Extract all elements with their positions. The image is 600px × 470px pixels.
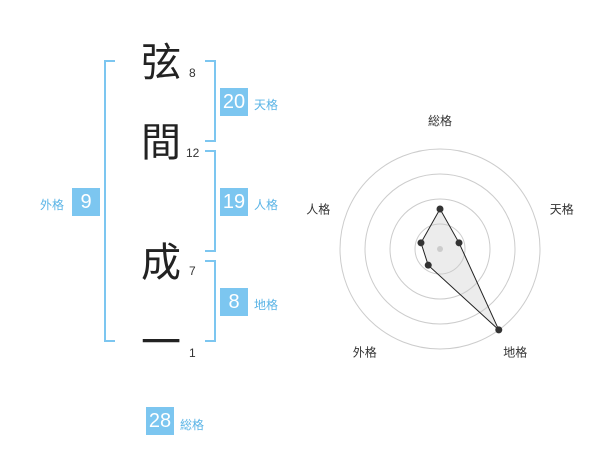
gaikaku-badge: 9	[72, 188, 100, 216]
jinkaku-bracket	[205, 150, 216, 252]
stroke-count-4: 1	[189, 346, 196, 360]
name-char-2: 間	[141, 120, 181, 166]
stroke-count-3: 7	[189, 264, 196, 278]
radar-axis-label: 地格	[503, 345, 527, 360]
radar-ring-3	[364, 173, 516, 325]
name-char-4: 一	[141, 320, 181, 366]
radar-ring-1	[414, 223, 466, 275]
radar-axis-label: 総格	[428, 113, 452, 128]
gaikaku-bracket	[104, 60, 115, 342]
name-char-1: 弦	[141, 40, 181, 86]
soukaku-label: 総格	[180, 418, 205, 432]
chikaku-badge: 8	[220, 288, 248, 316]
soukaku-badge: 28	[146, 407, 174, 435]
stroke-count-2: 12	[186, 146, 200, 160]
radar-axis-label: 人格	[306, 201, 330, 216]
radar-point	[424, 261, 432, 269]
radar-point	[417, 239, 425, 247]
radar-point	[436, 205, 444, 213]
radar-axis-label: 天格	[550, 201, 574, 216]
radar-point	[495, 326, 503, 334]
radar-center-dot	[437, 246, 443, 252]
tenkaku-badge: 20	[220, 88, 248, 116]
tenkaku-label: 天格	[254, 98, 279, 112]
jinkaku-badge: 19	[220, 188, 248, 216]
radar-ring-4	[339, 148, 541, 350]
name-char-3: 成	[141, 240, 181, 286]
chikaku-bracket	[205, 260, 216, 342]
chikaku-label: 地格	[254, 298, 279, 312]
tenkaku-bracket	[205, 60, 216, 142]
radar-point	[455, 239, 463, 247]
radar-ring-2	[389, 198, 491, 300]
radar-data-area	[420, 207, 500, 331]
radar-axis-label: 外格	[353, 345, 377, 360]
stroke-count-1: 8	[189, 66, 196, 80]
gaikaku-label: 外格	[40, 198, 65, 212]
jinkaku-label: 人格	[254, 198, 279, 212]
